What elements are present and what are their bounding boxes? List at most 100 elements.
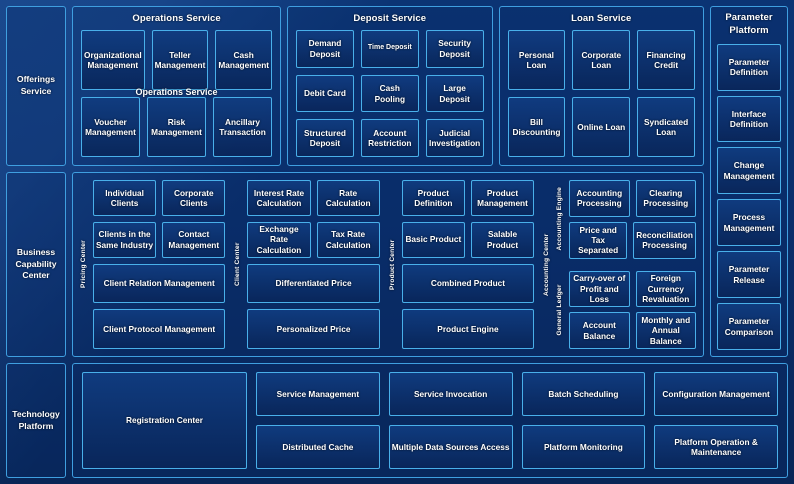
tile-reconciliation-processing[interactable]: Reconciliation Processing [633,221,696,259]
tile-cash-management[interactable]: Cash Management [215,30,273,90]
tile-parameter-definition[interactable]: Parameter Definition [717,43,781,91]
tile-salable-product[interactable]: Salable Product [470,221,535,258]
group-title-operations-service: Operations Service [132,13,221,24]
tile-service-invocation[interactable]: Service Invocation [388,372,513,416]
operations-service-row-2: Voucher Management Risk Management Ancil… [81,97,273,157]
tile-interest-rate-calculation[interactable]: Interest Rate Calculation [247,180,311,216]
tile-security-deposit[interactable]: Security Deposit [425,30,484,68]
tile-differentiated-price[interactable]: Differentiated Price [247,263,380,304]
tile-teller-management[interactable]: Teller Management [151,30,209,90]
tile-product-engine[interactable]: Product Engine [401,309,535,349]
tile-price-and-tax-separated[interactable]: Price and Tax Separated [569,221,628,259]
tile-combined-product[interactable]: Combined Product [401,263,535,304]
tile-large-deposit[interactable]: Large Deposit [425,74,484,113]
vlabel-product-center: Product Center [388,239,396,290]
client-center-row-2: Exchange Rate Calculation Tax Rate Calcu… [247,221,380,258]
tile-client-relation-management[interactable]: Client Relation Management [93,263,226,304]
tile-distributed-cache[interactable]: Distributed Cache [256,425,380,469]
pricing-center-row-1: Individual Clients Corporate Clients [93,180,226,216]
tile-parameter-release[interactable]: Parameter Release [717,251,781,299]
tile-basic-product[interactable]: Basic Product [401,221,465,258]
tile-clients-in-the-same-industry[interactable]: Clients in the Same Industry [93,221,157,258]
tile-monthly-and-annual-balance[interactable]: Monthly and Annual Balance [635,312,696,349]
group-parameter-platform: Parameter Platform Parameter Definition … [710,6,788,357]
group-loan-service: Loan Service Personal Loan Corporate Loa… [498,6,704,166]
tile-batch-scheduling[interactable]: Batch Scheduling [521,372,646,416]
technology-platform-band: Technology Platform Registration Center … [6,363,788,478]
tile-demand-deposit[interactable]: Demand Deposit [296,30,354,68]
tile-configuration-management[interactable]: Configuration Management [654,372,778,416]
tile-contact-management[interactable]: Contact Management [162,221,226,258]
tile-online-loan[interactable]: Online Loan [572,97,631,157]
business-capability-band: Business Capability Center Pricing Cente… [6,172,788,357]
tile-process-management[interactable]: Process Management [717,199,781,247]
tile-organizational-management[interactable]: Organizational Management [81,30,145,90]
group-deposit-service: Deposit Service Demand Deposit Time Depo… [287,6,493,166]
technology-column-2: Service Invocation Multiple Data Sources… [388,372,513,469]
tile-multiple-data-sources-access[interactable]: Multiple Data Sources Access [388,425,513,469]
business-capability-groups: Pricing Center Individual Clients Corpor… [72,172,704,357]
vlabel-accounting-center: Accounting Center [543,233,551,296]
tile-judicial-investigation[interactable]: Judicial Investigation [425,119,484,158]
tile-accounting-processing[interactable]: Accounting Processing [569,180,630,217]
tile-corporate-loan[interactable]: Corporate Loan [572,30,631,90]
tile-client-protocol-management[interactable]: Client Protocol Management [93,309,226,349]
tile-time-deposit[interactable]: Time Deposit [360,30,419,68]
loan-service-row-1: Personal Loan Corporate Loan Financing C… [507,30,696,90]
rail-offerings-service: Offerings Service [6,6,66,166]
general-ledger-row-2: Account Balance Monthly and Annual Balan… [569,312,696,349]
tile-ancillary-transaction[interactable]: Ancillary Transaction [213,97,273,157]
tile-risk-management[interactable]: Risk Management [147,97,207,157]
tile-platform-monitoring[interactable]: Platform Monitoring [521,425,646,469]
tile-foreign-currency-revaluation[interactable]: Foreign Currency Revaluation [635,270,696,308]
tile-change-management[interactable]: Change Management [717,147,781,195]
accounting-engine-row-1: Accounting Processing Clearing Processin… [569,180,696,217]
client-center-row-1: Interest Rate Calculation Rate Calculati… [247,180,380,216]
tile-syndicated-loan[interactable]: Syndicated Loan [637,97,696,157]
tile-individual-clients[interactable]: Individual Clients [93,180,157,216]
tile-rate-calculation[interactable]: Rate Calculation [316,180,380,216]
tile-tax-rate-calculation[interactable]: Tax Rate Calculation [316,221,380,258]
technology-platform-content: Registration Center Service Management D… [72,363,788,478]
tile-personalized-price[interactable]: Personalized Price [247,309,380,349]
tile-parameter-comparison[interactable]: Parameter Comparison [717,303,781,350]
tile-cash-pooling[interactable]: Cash Pooling [360,74,419,113]
group-title-loan-service: Loan Service [571,13,632,24]
tile-interface-definition[interactable]: Interface Definition [717,95,781,143]
accounting-engine-row-2: Price and Tax Separated Reconciliation P… [569,221,696,259]
tile-voucher-management[interactable]: Voucher Management [81,97,141,157]
operations-service-row-1: Organizational Management Teller Managem… [81,30,273,90]
general-ledger-row-1: Carry-over of Profit and Loss Foreign Cu… [569,270,696,308]
subgroup-general-ledger: General Ledger Carry-over of Profit and … [554,269,698,352]
tile-exchange-rate-calculation[interactable]: Exchange Rate Calculation [247,221,311,258]
offerings-service-band: Offerings Service Operations Service Org… [6,6,788,357]
tile-platform-operation-and-maintenance[interactable]: Platform Operation & Maintenance [654,425,778,469]
vlabel-pricing-center: Pricing Center [80,240,87,289]
group-product-center: Product Center Product Definition Produc… [387,178,536,351]
rail-business-capability-center: Business Capability Center [6,172,66,357]
tile-debit-card[interactable]: Debit Card [296,74,354,113]
tile-product-definition[interactable]: Product Definition [401,180,465,216]
tile-corporate-clients[interactable]: Corporate Clients [162,180,226,216]
tile-product-management[interactable]: Product Management [470,180,535,216]
vlabel-client-center: Client Center [234,242,242,287]
group-accounting-center: Accounting Center Accounting Engine Acco… [541,178,698,351]
group-title-parameter-platform: Parameter Platform [725,12,773,36]
technology-column-3: Batch Scheduling Platform Monitoring [521,372,646,469]
tile-service-management[interactable]: Service Management [256,372,380,416]
technology-column-1: Service Management Distributed Cache [256,372,380,469]
pricing-center-row-2: Clients in the Same Industry Contact Man… [93,221,226,258]
tile-clearing-processing[interactable]: Clearing Processing [635,180,696,217]
subgroup-accounting-engine: Accounting Engine Accounting Processing … [554,178,698,261]
tile-financing-credit[interactable]: Financing Credit [637,30,696,90]
technology-column-4: Configuration Management Platform Operat… [654,372,778,469]
deposit-service-row-3: Structured Deposit Account Restriction J… [296,119,484,158]
tile-bill-discounting[interactable]: Bill Discounting [507,97,566,157]
tile-carry-over-of-profit-and-loss[interactable]: Carry-over of Profit and Loss [569,270,630,308]
tile-account-balance[interactable]: Account Balance [569,312,630,349]
tile-structured-deposit[interactable]: Structured Deposit [296,119,354,158]
tile-personal-loan[interactable]: Personal Loan [507,30,566,90]
tile-account-restriction[interactable]: Account Restriction [360,119,419,158]
tile-registration-center[interactable]: Registration Center [82,372,247,469]
